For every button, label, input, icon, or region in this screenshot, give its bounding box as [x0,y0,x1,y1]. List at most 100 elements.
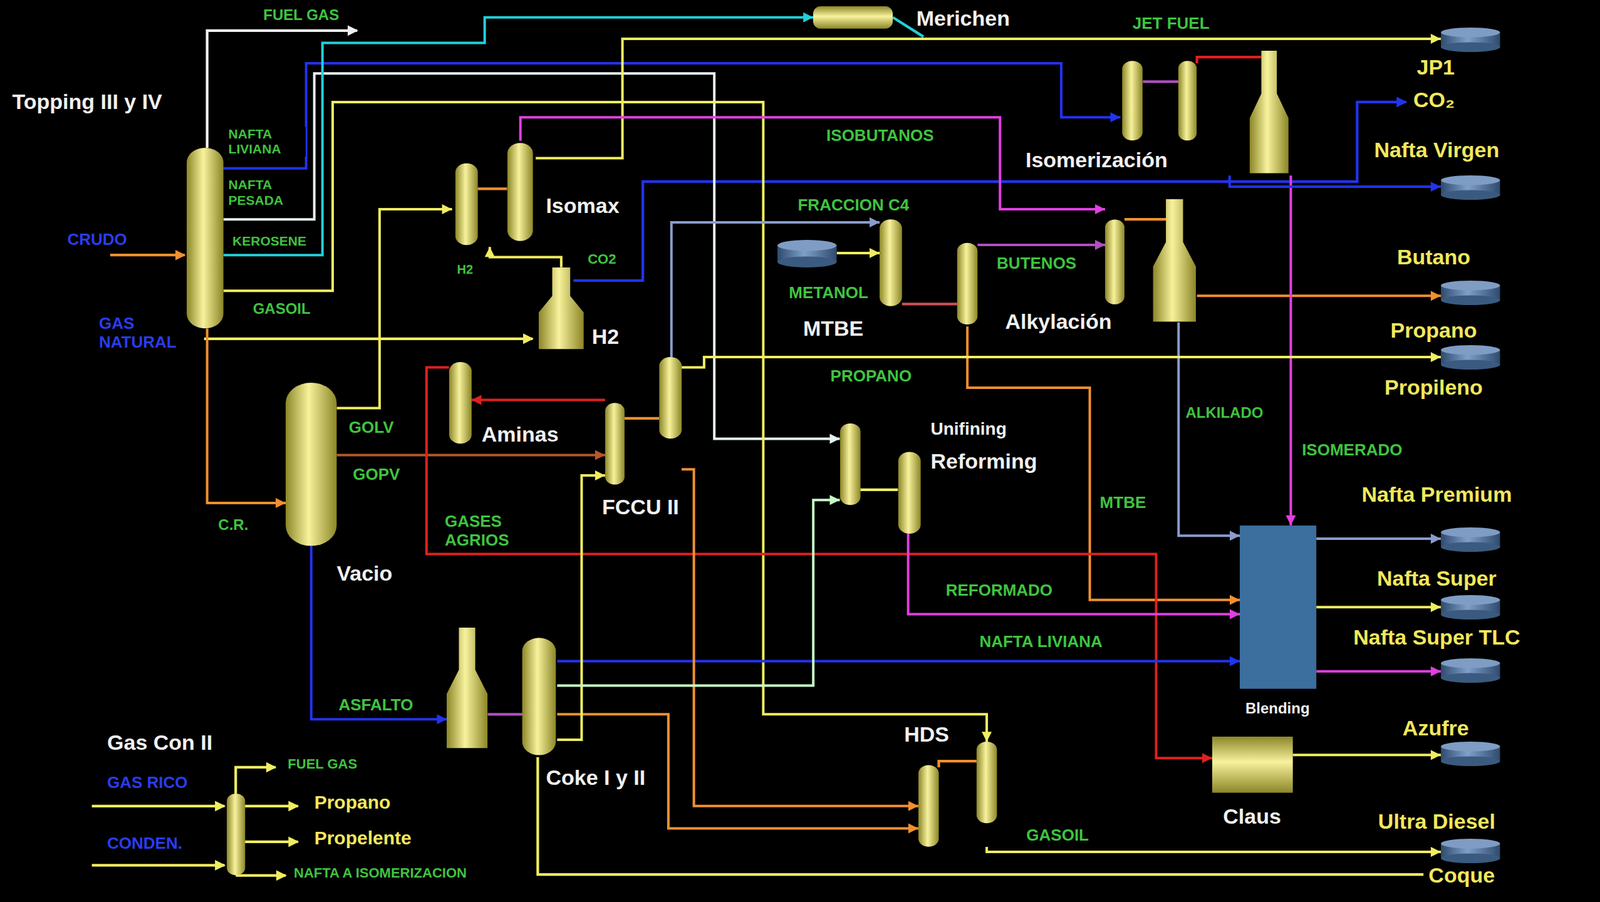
equipment-symbol [879,217,978,327]
product-tank: Butano [1440,280,1500,306]
flow-connector [1316,533,1441,544]
stream-label: NAFTA PESADA [226,177,307,208]
unit-label: Ultra Diesel [1378,809,1496,834]
connector-line [681,357,1441,368]
unit-label: Azufre [1402,716,1470,741]
gascon-naphtha-line [235,874,286,878]
connector-line [1316,537,1441,541]
vacuum-column: Vacio [285,382,337,547]
arrowhead [1430,533,1441,544]
stream-label: GOPV [350,465,402,485]
arrowhead [1285,515,1296,526]
stream-label: GASOIL [1024,826,1091,846]
equipment-symbol [1440,595,1500,620]
tank-bottom [1440,359,1500,370]
flow-connector [337,204,453,409]
process-unit: FCCU II [605,357,682,488]
gascon-propellant-line [244,840,299,844]
unit-label: HDS [903,722,950,747]
column-shape [226,793,245,876]
stream-label: CO2 [587,251,616,267]
tank-top [1440,27,1500,38]
column-shape [454,163,478,245]
unit-label: Blending [1245,699,1310,718]
stream-label: FRACCION C4 [795,196,911,215]
stream-label: MTBE [1098,493,1149,513]
column-shape [605,402,625,485]
product-tank: Ultra Diesel [1440,838,1500,864]
equipment-symbol [1440,175,1500,200]
unit-link [1197,57,1262,64]
tank-bottom [1440,853,1500,864]
furnace-shape [1249,50,1289,173]
equipment-symbol [226,793,245,876]
arrowhead [869,248,880,259]
vessel-shape [813,6,893,29]
unit-link [477,187,507,190]
connector-line [207,328,286,504]
equipment-symbol [1440,280,1500,306]
stream-label: Coque [1428,863,1495,888]
arrowhead [1202,753,1213,764]
stream-label: BUTENOS [994,254,1079,274]
unit-label: Claus [1222,804,1282,829]
connector-line [223,102,987,742]
furnace-shape [446,627,488,749]
column-shape [659,357,682,439]
equipment-symbol [1440,527,1500,552]
rich-gas-line [92,805,225,808]
arrowhead [1430,352,1441,363]
connector-line [311,545,448,720]
product-tank: Azufre [1440,741,1500,767]
stream-label: Propelente [314,827,412,850]
unit-label: JP1 [1417,55,1456,80]
connector-line [671,222,880,358]
stream-label: ASFALTO [337,696,416,715]
blending-box: Blending [1239,525,1317,690]
unit-link [860,488,898,492]
tank-top [1440,658,1500,669]
arrowhead [1430,602,1441,613]
connector-line [1316,605,1441,609]
equipment-symbol [1440,345,1500,370]
stream-label: Propano [314,791,391,814]
product-tank: Nafta Super TLC [1440,658,1500,683]
unit-label: Reforming [930,449,1037,474]
tank-bottom [1440,672,1500,683]
tank-top [1440,595,1500,606]
process-unit: MTBE [879,217,978,327]
flow-connector [426,367,1213,764]
flow-connector [337,449,606,460]
process-unit: Alkylación [1105,199,1198,323]
equipment-symbol [538,267,584,349]
tank-bottom [1440,609,1500,620]
flow-connector [1285,175,1296,526]
arrowhead [830,433,841,444]
arrowhead [442,204,453,215]
unit-label: Aminas [481,422,559,447]
equipment-symbol [285,382,337,547]
equipment-symbol [449,362,472,444]
process-unit: Isomax [452,140,537,247]
arrowhead [1430,666,1441,677]
connector-line [337,209,453,409]
flow-connector [1293,749,1441,760]
unit-label: Coke I y II [545,765,646,790]
flow-connector [671,217,880,358]
process-unit: UnifiningReforming [840,423,922,534]
arrowhead [1095,204,1106,215]
arrowhead [1430,181,1441,192]
column-shape [1122,61,1144,141]
flow-connector [977,239,1106,250]
column-shape [976,741,998,824]
column-shape [918,765,940,847]
unit-label: Unifining [930,419,1007,440]
tank-top [777,239,837,252]
flow-connector [484,246,562,268]
product-tank: PropanoPropileno [1440,345,1500,370]
equipment-symbol [1440,658,1500,683]
flow-connector [556,470,606,740]
equipment-symbol [1212,736,1294,794]
arrowhead [436,714,447,725]
connector-line [556,659,1240,663]
